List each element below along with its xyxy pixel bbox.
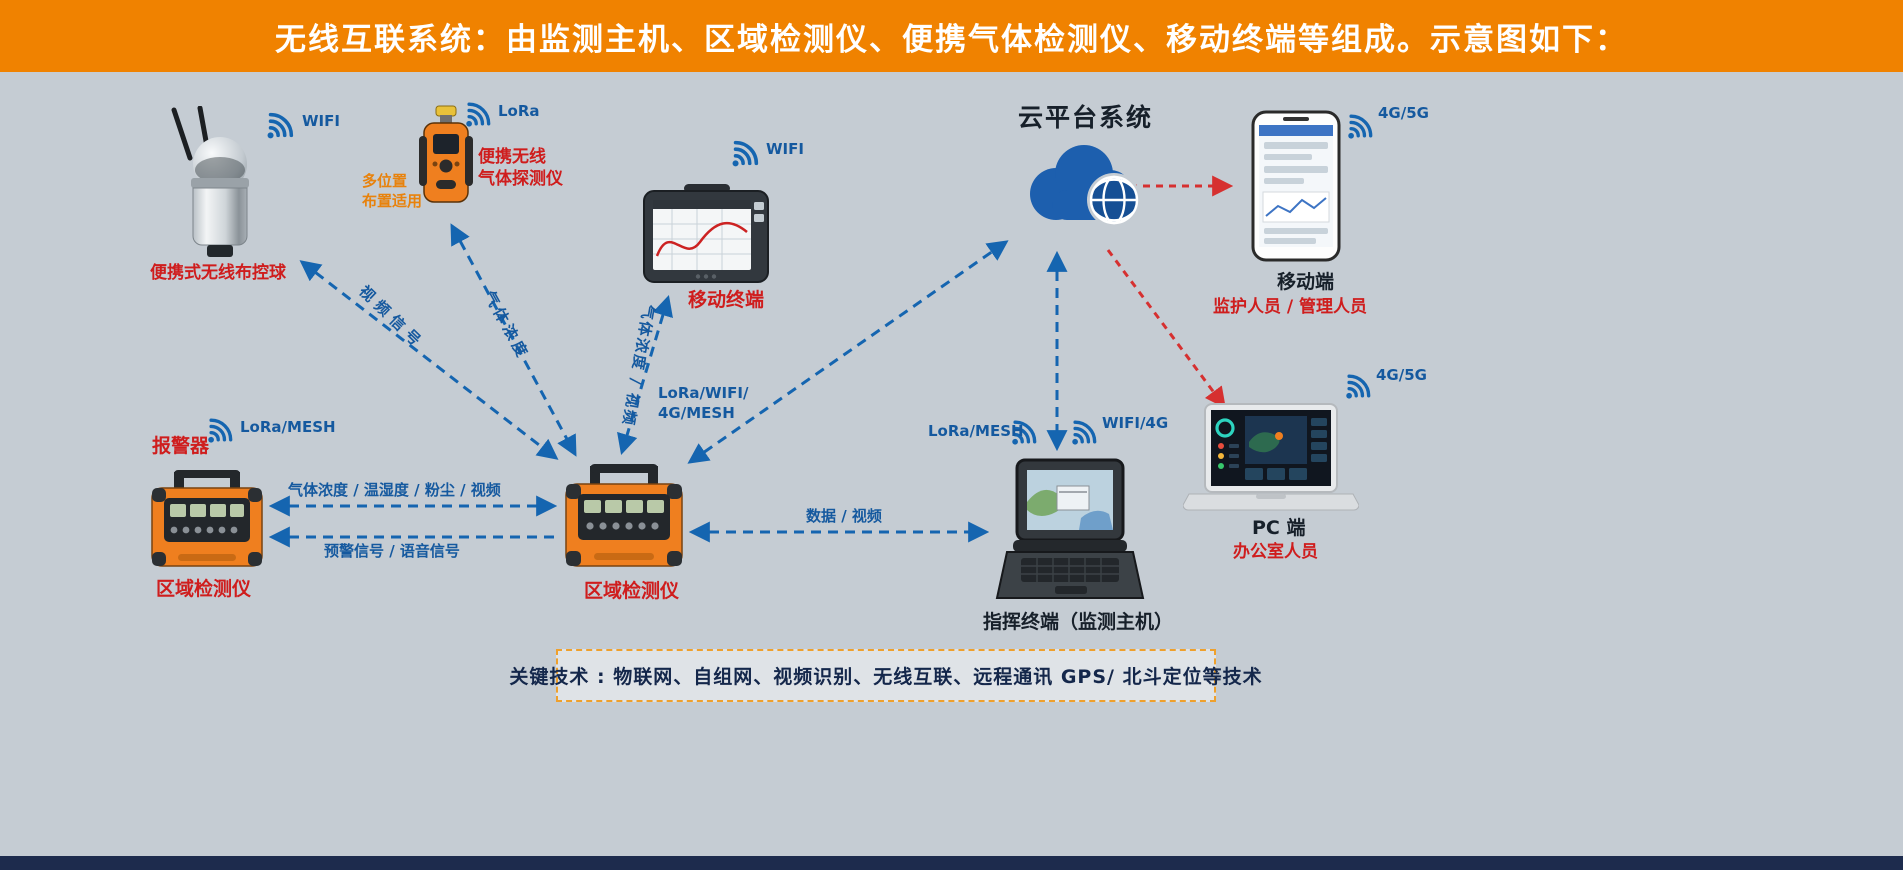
alarm-signal-label: LoRa/MESH: [240, 418, 336, 436]
link-data-video-label: 数据 / 视频: [806, 507, 882, 525]
alarm-lora-mesh-icon: [204, 414, 238, 448]
command-signal-left-label: LoRa/MESH: [928, 422, 1024, 440]
link-gas-video-label: 气体浓度 / 视频: [618, 302, 658, 429]
ball-signal-label: WIFI: [302, 112, 340, 130]
gas-placement-note: 多位置 布置适用: [362, 172, 423, 210]
ball-label: 便携式无线布控球: [150, 263, 286, 283]
gas-lora-icon: [462, 98, 496, 132]
phone-label: 移动端: [1277, 271, 1335, 293]
footer-bar: [0, 856, 1903, 870]
pc-label: PC 端: [1252, 517, 1306, 539]
command-signal-right-label: WIFI/4G: [1102, 414, 1169, 432]
pc-signal-icon: [1342, 370, 1376, 404]
phone-signal-label: 4G/5G: [1378, 104, 1429, 122]
gas-detector-label: 便携无线 气体探测仪: [478, 147, 563, 190]
pc-laptop-image: [1182, 402, 1360, 514]
key-technology-box: 关键技术 : 物联网、自组网、视频识别、无线互联、远程通讯 GPS/ 北斗定位等…: [509, 649, 1262, 702]
link-alert-label: 预警信号 / 语音信号: [324, 542, 460, 560]
link-sensor-label: 气体浓度 / 温湿度 / 粉尘 / 视频: [288, 481, 501, 499]
cloud-platform-image: [1012, 134, 1157, 244]
command-lora-mesh-icon: [1008, 416, 1042, 450]
alarm-title: 报警器: [152, 435, 210, 457]
tablet-signal-label: WIFI: [766, 140, 804, 158]
pc-signal-label: 4G/5G: [1376, 366, 1427, 384]
tablet-wifi-icon: [728, 136, 762, 170]
command-terminal-image: [995, 458, 1145, 606]
header-title: 无线互联系统：由监测主机、区域检测仪、便携气体检测仪、移动终端等组成。示意图如下…: [275, 21, 1628, 58]
tablet-label: 移动终端: [688, 289, 765, 311]
center-detector-image: [560, 458, 688, 570]
center-detector-label: 区域检测仪: [584, 580, 680, 602]
gas-signal-label: LoRa: [498, 102, 540, 120]
phone-sublabel: 监护人员 / 管理人员: [1213, 297, 1368, 317]
command-terminal-label: 指挥终端（监测主机）: [983, 611, 1174, 633]
header-bar: 无线互联系统：由监测主机、区域检测仪、便携气体检测仪、移动终端等组成。示意图如下…: [0, 0, 1903, 72]
gas-detector-image: [415, 104, 477, 206]
command-wifi-4g-icon: [1068, 416, 1102, 450]
ball-wifi-icon: [263, 108, 297, 142]
link-cloud-pc: [1106, 249, 1226, 409]
link-gas-concentration-label: 气体浓度: [480, 288, 533, 364]
link-mesh-label: LoRa/WIFI/ 4G/MESH: [658, 384, 749, 422]
key-technology-text: 关键技术 : 物联网、自组网、视频识别、无线互联、远程通讯 GPS/ 北斗定位等…: [509, 666, 1263, 688]
cloud-title: 云平台系统: [1018, 103, 1154, 132]
phone-signal-icon: [1344, 110, 1378, 144]
pc-sublabel: 办公室人员: [1233, 542, 1318, 562]
link-video-label: 视频信号: [355, 282, 429, 354]
ball-camera-image: [160, 105, 275, 266]
alarm-detector-image: [146, 464, 268, 570]
smartphone-image: [1250, 110, 1342, 262]
tablet-image: [642, 184, 770, 286]
alarm-device-label: 区域检测仪: [156, 578, 252, 600]
